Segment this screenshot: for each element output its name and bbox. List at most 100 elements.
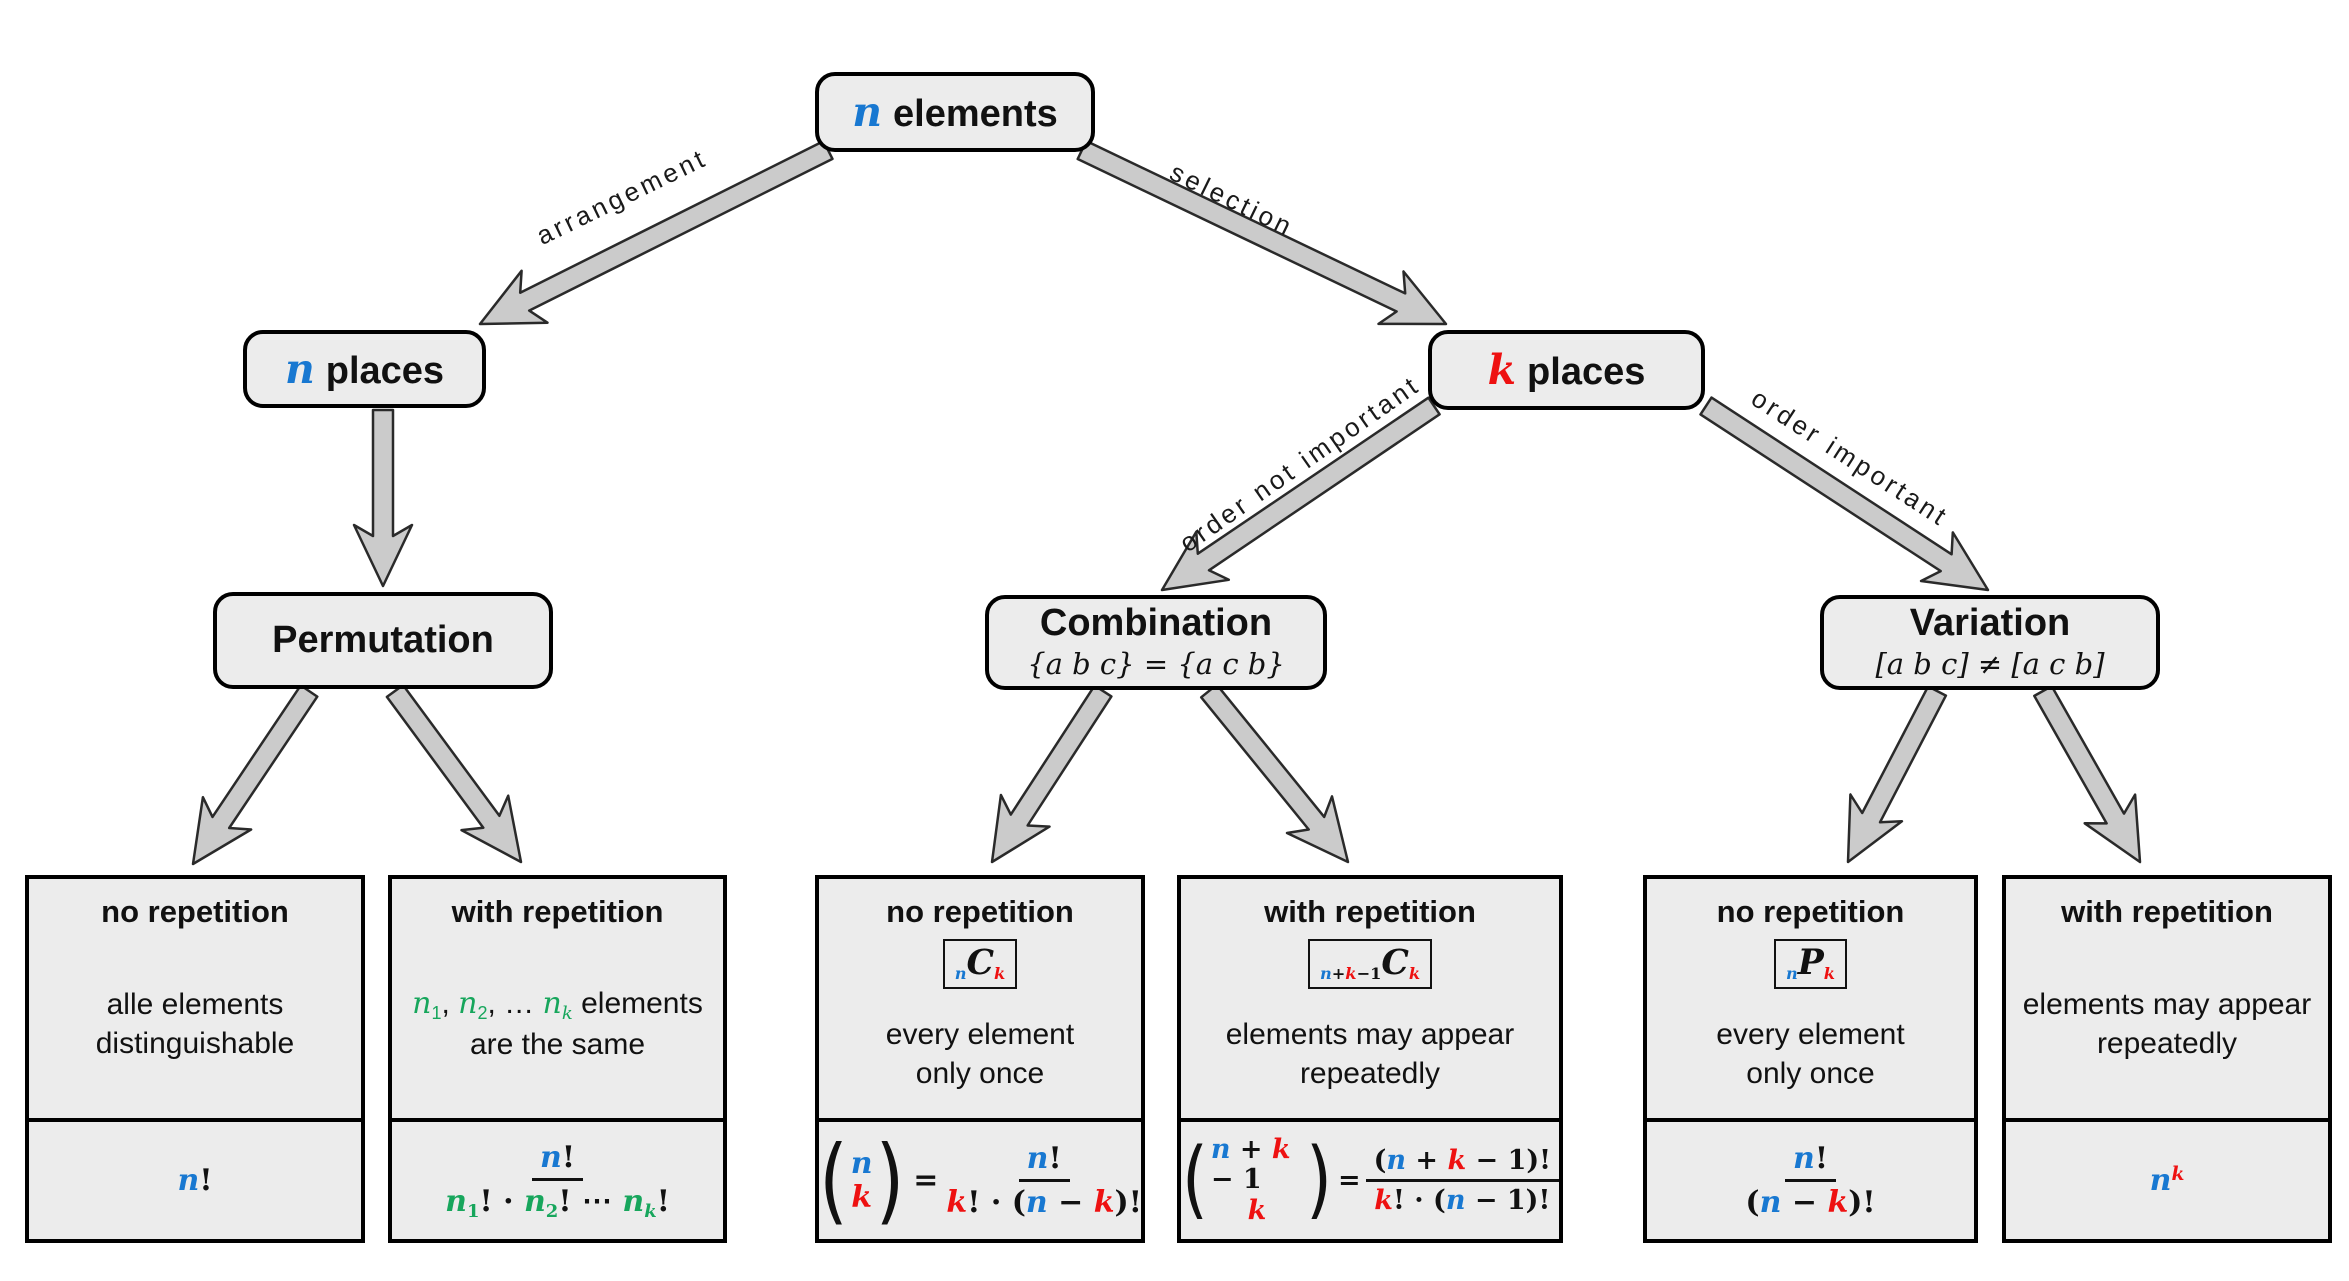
math-token: n (1759, 1185, 1782, 1220)
flow-arrow (478, 139, 834, 326)
desc-line: every element (1716, 1015, 1904, 1054)
numerator: n! (532, 1140, 583, 1181)
node-label: n places (285, 345, 444, 393)
leaf-title: no repetition (1716, 894, 1905, 929)
right-paren: ) (1306, 1130, 1332, 1230)
node-label-text: elements (893, 93, 1058, 135)
flow-arrow (2033, 684, 2142, 864)
binomial-bottom: k (1248, 1195, 1267, 1226)
fraction: n! (n − k)! (1745, 1141, 1875, 1220)
desc-line: only once (1716, 1054, 1904, 1093)
flow-arrow (1846, 685, 1948, 864)
formula-n-factorial: n! (178, 1163, 213, 1198)
math-token: k (644, 1200, 657, 1222)
leaf-description: every element only once (886, 1015, 1074, 1093)
math-token: n (1319, 964, 1332, 984)
math-token: n (1786, 964, 1798, 984)
math-token: k (1345, 964, 1357, 984)
math-token: n (622, 1183, 645, 1219)
math-token: n (458, 985, 478, 1021)
math-token: n (1025, 1185, 1048, 1220)
formula-multiset-permutation: n! n1! · n2! ⋯ nk! (445, 1140, 670, 1222)
math-token: k (946, 1185, 968, 1220)
math-token: elements may appear (2022, 988, 2312, 1021)
math-token: n (540, 1139, 562, 1175)
math-var-k: k (1487, 346, 1517, 394)
leaf-permutation-no-repetition: no repetition alle elements distinguisha… (25, 875, 365, 1243)
flow-arrow (1199, 683, 1350, 864)
math-token: k (561, 1002, 573, 1024)
left-paren: ( (1182, 1130, 1208, 1230)
math-token: only once (1746, 1056, 1875, 1090)
node-title: Combination (1039, 602, 1273, 645)
math-token: every element (885, 1017, 1075, 1051)
leaf-title: with repetition (2061, 894, 2273, 929)
binomial-top: n (851, 1147, 873, 1181)
math-token: k (851, 1179, 873, 1215)
fraction: n! k! · (n − k)! (946, 1141, 1142, 1220)
leaf-formula-zone: n! n1! · n2! ⋯ nk! (392, 1118, 723, 1239)
math-token: ! · (479, 1183, 524, 1219)
binomial-bottom: k (851, 1179, 873, 1215)
math-token: − (1047, 1185, 1094, 1220)
left-paren: ( (819, 1125, 848, 1235)
leaf-title: no repetition (886, 894, 1074, 929)
math-token: − 1)! (1466, 1144, 1551, 1176)
binomial: ( n + k − 1 k ) (1181, 1135, 1333, 1226)
math-token: elements may appear (1225, 1017, 1515, 1051)
flow-arrow (352, 408, 414, 588)
math-token: distinguishable (95, 1027, 295, 1060)
leaf-description: elements may appear repeatedly (2023, 985, 2312, 1063)
leaf-variation-no-repetition: no repetition nPk every element only onc… (1643, 875, 1978, 1243)
math-token: ! · ( (967, 1185, 1026, 1220)
leaf-title: no repetition (101, 894, 289, 929)
math-token: ( (1745, 1185, 1760, 1220)
flow-arrow (1699, 396, 1990, 592)
math-token: 2 (545, 1200, 559, 1222)
math-token: k (1447, 1144, 1467, 1176)
math-token: ( (1373, 1144, 1387, 1176)
math-token: + (1406, 1144, 1448, 1176)
math-token: repeatedly (1299, 1056, 1441, 1090)
math-token: k (1093, 1185, 1115, 1220)
denominator: k! · (n − k)! (946, 1182, 1142, 1220)
desc-line: are the same (412, 1025, 703, 1064)
math-token: n (1210, 1134, 1231, 1166)
math-token: ! · ( (1392, 1184, 1446, 1216)
math-token: k (1374, 1184, 1393, 1216)
leaf-description: alle elements distinguishable (96, 985, 294, 1063)
math-token: repeatedly (2096, 1027, 2238, 1060)
math-token: k (1271, 1134, 1291, 1166)
math-token: n (412, 985, 432, 1021)
formula-n-power-k: nk (2150, 1163, 2185, 1198)
math-token: n (954, 964, 967, 984)
equals-sign: = (913, 1163, 939, 1198)
math-token: − 1)! (1465, 1184, 1551, 1216)
binomial-stack: n k (849, 1147, 875, 1214)
math-token: )! (1114, 1185, 1142, 1220)
math-token: k (2171, 1163, 2185, 1185)
desc-line: every element (886, 1015, 1074, 1054)
math-token: + (1331, 964, 1346, 984)
leaf-description: n1, n2, … nk elements are the same (412, 984, 703, 1064)
binomial-top: n + k − 1 (1211, 1135, 1303, 1195)
symbol-nCk: nCk (942, 939, 1018, 990)
math-token: k (1827, 1185, 1849, 1220)
leaf-description-zone: with repetition elements may appear repe… (2006, 879, 2328, 1118)
right-paren: ) (875, 1125, 905, 1235)
formula-multiset-coefficient: ( n + k − 1 k ) = (n + k − 1)! k! · (n −… (1181, 1135, 1559, 1226)
numerator: n! (1785, 1141, 1836, 1182)
math-token: ! (199, 1163, 213, 1198)
math-token: − 1 (1210, 1164, 1262, 1196)
math-token: are the same (469, 1028, 646, 1062)
math-token: n (1386, 1144, 1406, 1176)
math-token: n (1445, 1184, 1466, 1216)
math-token: elements (572, 986, 703, 1020)
leaf-formula-zone: n! (29, 1118, 361, 1239)
leaf-combination-with-repetition: with repetition n+k−1Ck elements may app… (1177, 875, 1563, 1243)
math-token: n (1793, 1141, 1815, 1176)
leaf-description-zone: with repetition n1, n2, … nk elements ar… (392, 879, 723, 1118)
node-n-places: n places (243, 330, 486, 408)
